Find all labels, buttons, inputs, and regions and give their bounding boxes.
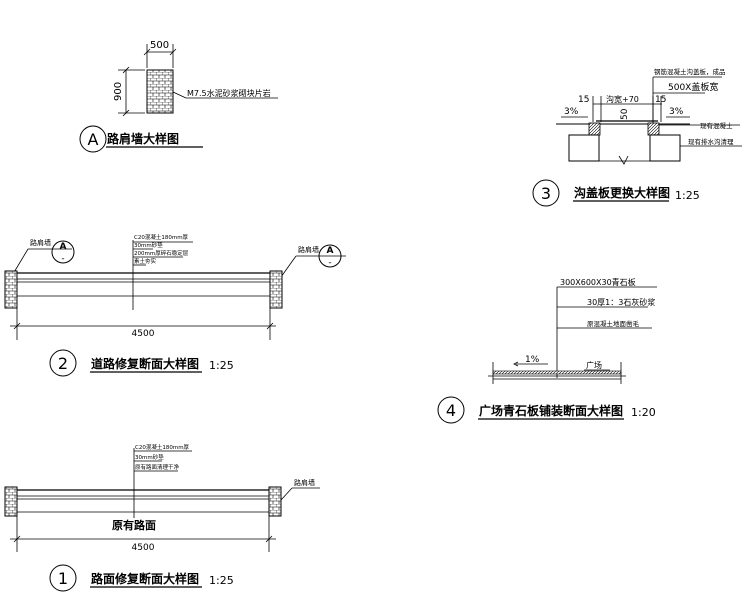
detail-mark-circle [49,349,77,377]
layer-2: 30mm砂垫 [135,453,164,461]
layer-2: 30厚1：3石灰砂浆 [587,297,655,307]
layer-1: C20混凝土180mm厚 [134,233,189,241]
detail-scale: 1:20 [631,406,656,419]
detail-mark: 4 [446,401,456,420]
layer-3: 200mm厚碎石稳定层 [134,249,189,257]
detail-mark-circle [79,125,107,153]
layer-1: C20混凝土180mm厚 [135,443,190,451]
dim-vertical: 50 [620,108,630,120]
detail-title: 道路修复断面大样图 [91,356,199,371]
layer-3: 原有路面清理干净 [135,463,180,471]
curb-wall-left [4,270,18,309]
section-mark-right [318,244,342,268]
detail-title: 路肩墙大样图 [107,131,179,146]
curb-wall-right [268,486,282,517]
detail-4: 300X600X30青石板 30厚1：3石灰砂浆 原混凝土地面凿毛 1% 广场 … [437,277,657,424]
layer-2: 500X盖板宽 [668,81,718,93]
detail-mark-circle [532,179,560,207]
label-right: 路肩墙 [294,478,315,487]
dim-right: 15 [655,95,666,105]
mark-left: A [60,242,67,252]
detail-mark: 2 [58,354,68,373]
detail-mark: 3 [541,184,551,203]
dim-length: 4500 [132,329,155,339]
dim-height: 900 [113,82,124,101]
detail-scale: 1:25 [209,574,234,587]
curb-wall-left [4,486,18,517]
layer-3: 原混凝土地面凿毛 [587,319,640,328]
masonry-wall [146,69,174,114]
mark-right: A [327,246,334,256]
detail-title: 沟盖板更换大样图 [574,185,670,200]
detail-2: 路肩墙 A - 路肩墙 A - C20混凝土180mm厚 30mm砂垫 200m… [4,233,346,377]
stone-slab [492,370,622,375]
note-2: 现有排水沟清理 [688,137,734,146]
material-note: M7.5水泥砂浆砌块片岩 [187,88,271,98]
layer-2: 30mm砂垫 [134,241,163,249]
mark-right-sub: - [328,258,331,268]
detail-title: 路面修复断面大样图 [91,571,199,586]
detail-scale: 1:25 [675,189,700,202]
slope-left: 3% [564,107,579,117]
curb-wall-right [269,270,283,309]
layer-4: 素土夯实 [134,257,157,265]
plaza-label: 广场 [586,360,602,370]
ditch-wall-right [649,134,681,162]
note-1: 现有混凝土 [700,121,733,130]
road-label: 原有路面 [112,518,156,532]
detail-3: 钢筋混凝土沟盖板，成品 500X盖板宽 15 沟宽+70 15 3% 3% 50… [532,67,742,207]
label-left: 路肩墙 [30,238,51,247]
mark-left-sub: - [61,254,64,264]
detail-title: 广场青石板铺装断面大样图 [479,403,623,418]
detail-mark: 1 [58,569,68,588]
detail-mark-circle [437,396,465,424]
slope-right: 3% [669,107,684,117]
dim-mid: 沟宽+70 [606,94,639,104]
detail-mark-circle [49,564,77,592]
dim-left: 15 [578,95,589,105]
label-right: 路肩墙 [298,245,319,254]
dim-width: 500 [150,40,169,51]
detail-mark: A [88,130,99,149]
slope: 1% [525,355,540,365]
layer-1: 钢筋混凝土沟盖板，成品 [654,67,726,76]
detail-a: 500 900 M7.5水泥砂浆砌块片岩 A 路肩墙大样图 [79,40,278,153]
dim-length: 4500 [132,543,155,553]
detail-1: C20混凝土180mm厚 30mm砂垫 原有路面清理干净 路肩墙 原有路面 45… [4,443,320,592]
section-mark-left [51,240,75,264]
ditch-wall-left [568,134,600,162]
layer-1: 300X600X30青石板 [560,277,636,287]
detail-scale: 1:25 [209,359,234,372]
